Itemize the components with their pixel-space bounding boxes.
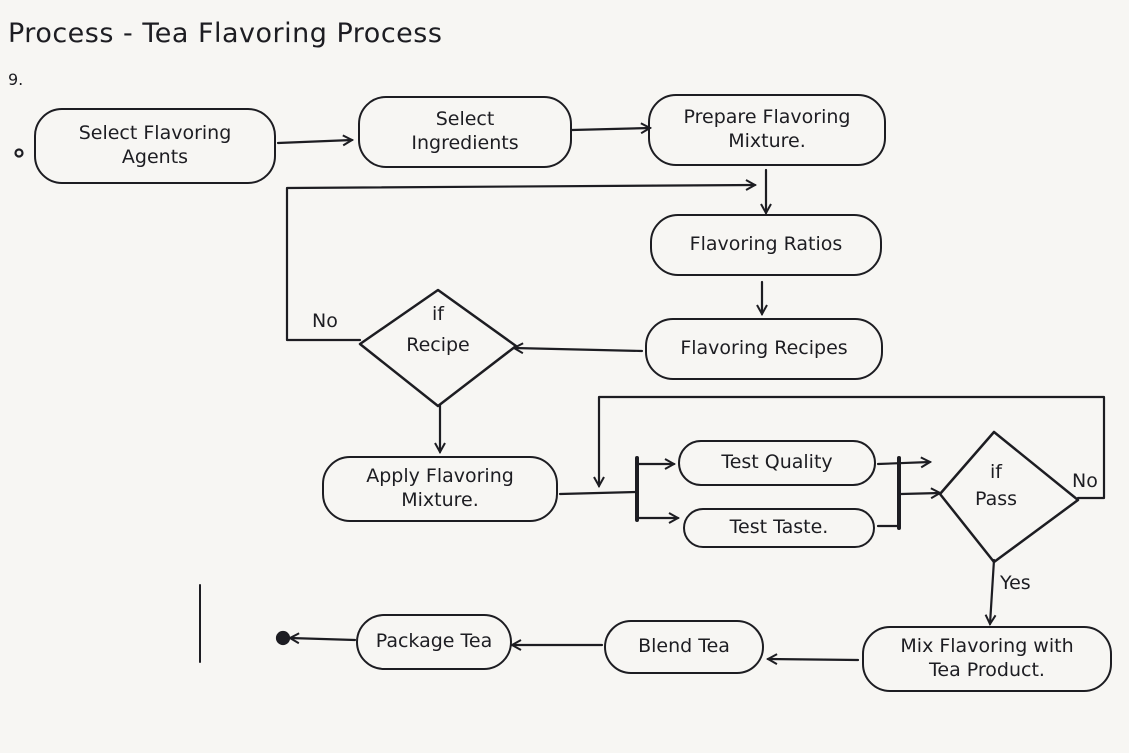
node-prepare-flavoring-mixture: Prepare Flavoring Mixture. bbox=[648, 94, 886, 166]
decision-if-recipe-label: if Recipe bbox=[388, 302, 488, 357]
arrow-recipes-to-if-recipe bbox=[514, 348, 644, 351]
start-node bbox=[14, 148, 24, 158]
node-package-tea: Package Tea bbox=[356, 614, 512, 670]
page-title: Process - Tea Flavoring Process bbox=[8, 18, 443, 49]
node-flavoring-ratios-label: Flavoring Ratios bbox=[689, 233, 843, 256]
node-test-taste-label: Test Taste. bbox=[729, 516, 829, 539]
arrow-apply-to-fork bbox=[558, 490, 638, 496]
arrow-recipe-no-loop bbox=[285, 185, 755, 342]
if-recipe-diamond bbox=[358, 288, 518, 408]
edge-label-pass-no: No bbox=[1072, 470, 1098, 492]
arrow-ingredients-to-prepare bbox=[570, 128, 650, 130]
question-number: 9. bbox=[8, 70, 24, 89]
node-test-taste: Test Taste. bbox=[683, 508, 875, 548]
decision-if-pass-label: if Pass bbox=[958, 460, 1034, 511]
node-test-quality: Test Quality bbox=[678, 440, 876, 486]
edge-label-recipe-no: No bbox=[312, 310, 338, 332]
node-flavoring-recipes-label: Flavoring Recipes bbox=[680, 337, 848, 360]
end-node bbox=[275, 630, 291, 646]
edge-label-pass-yes: Yes bbox=[1000, 572, 1031, 594]
node-flavoring-ratios: Flavoring Ratios bbox=[650, 214, 882, 276]
arrow-mix-to-blend bbox=[768, 659, 860, 660]
node-mix-flavoring-with-tea: Mix Flavoring with Tea Product. bbox=[862, 626, 1112, 692]
node-test-quality-label: Test Quality bbox=[721, 451, 833, 474]
node-apply-flavoring-mixture: Apply Flavoring Mixture. bbox=[322, 456, 558, 522]
arrow-join-to-if-pass bbox=[899, 493, 940, 494]
node-blend-tea: Blend Tea bbox=[604, 620, 764, 674]
arrow-pass-no-loop bbox=[599, 395, 1106, 500]
node-select-ingredients: Select Ingredients bbox=[358, 96, 572, 168]
decision-if-pass-line2: Pass bbox=[974, 487, 1018, 510]
node-flavoring-recipes: Flavoring Recipes bbox=[645, 318, 883, 380]
decision-if-recipe-line1: if bbox=[432, 303, 444, 325]
arrow-agents-to-ingredients bbox=[276, 140, 352, 143]
node-mix-flavoring-with-tea-label: Mix Flavoring with Tea Product. bbox=[900, 635, 1074, 681]
node-package-tea-label: Package Tea bbox=[375, 630, 493, 653]
decision-if-recipe-line2: Recipe bbox=[406, 333, 470, 356]
if-pass-diamond bbox=[938, 430, 1080, 564]
arrow-pass-yes-to-mix bbox=[990, 558, 994, 624]
node-prepare-flavoring-mixture-label: Prepare Flavoring Mixture. bbox=[683, 106, 851, 152]
node-select-flavoring-agents-label: Select Flavoring Agents bbox=[78, 122, 232, 168]
decision-if-pass-line1: if bbox=[990, 461, 1002, 483]
node-select-flavoring-agents: Select Flavoring Agents bbox=[34, 108, 276, 184]
node-blend-tea-label: Blend Tea bbox=[638, 635, 730, 658]
arrow-quality-to-join bbox=[876, 462, 930, 464]
node-apply-flavoring-mixture-label: Apply Flavoring Mixture. bbox=[366, 465, 514, 511]
node-select-ingredients-label: Select Ingredients bbox=[411, 108, 519, 154]
arrow-package-to-end bbox=[290, 638, 357, 640]
